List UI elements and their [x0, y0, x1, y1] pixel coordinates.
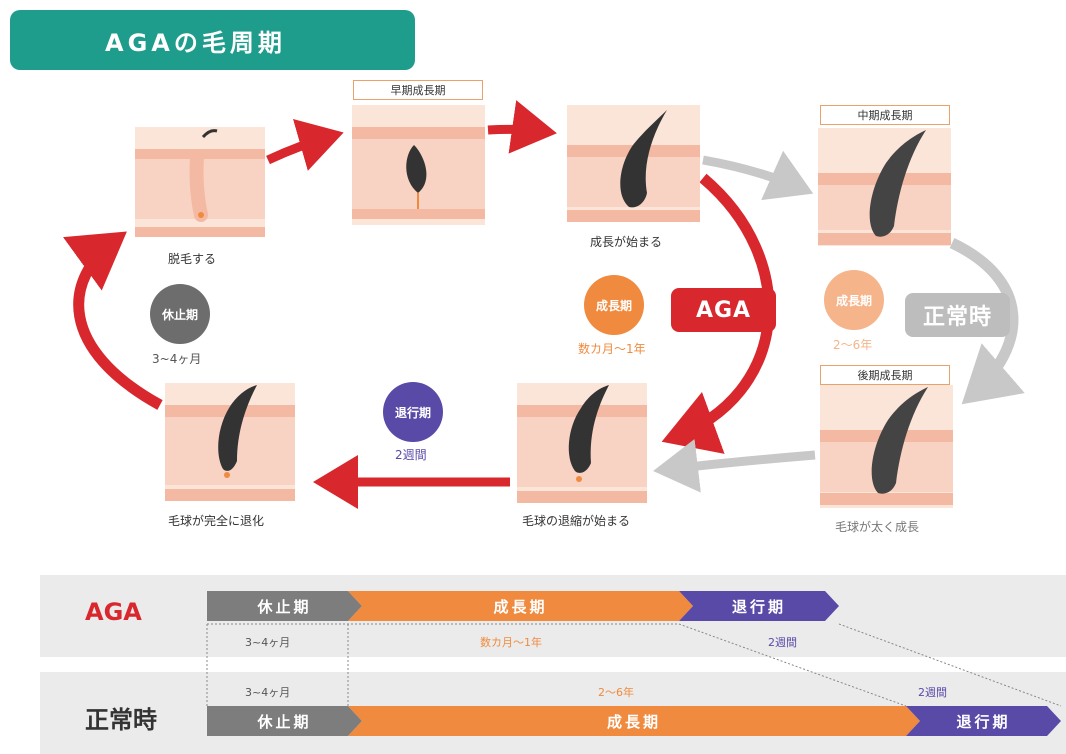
- tag-late-growth: 後期成長期: [820, 365, 950, 385]
- timeline-label-normal: 正常時: [85, 706, 157, 734]
- aga-duration-rest: 3~4ヶ月: [245, 636, 291, 649]
- growth-aga-duration: 数カ月〜1年: [578, 342, 646, 356]
- label-shrink-start: 毛球の退縮が始まる: [522, 514, 631, 528]
- growth-normal-duration: 2〜6年: [833, 338, 873, 352]
- arrow-normal-big: [949, 238, 1025, 405]
- regress-phase-duration: 2週間: [395, 448, 427, 462]
- aga-segment-rest: 休止期: [207, 591, 362, 621]
- aga-duration-growth: 数カ月〜1年: [480, 636, 542, 649]
- label-bulb-thick: 毛球が太く成長: [835, 520, 920, 534]
- regress-phase-name: 退行期: [394, 405, 431, 420]
- circle-growth-phase-normal: 成長期: [824, 270, 884, 330]
- rest-phase-duration: 3~4ヶ月: [152, 352, 202, 366]
- title-banner: AGAの毛周期: [10, 10, 415, 70]
- arrow-shed-to-early: [266, 118, 344, 171]
- hair-cycle-diagram: [63, 100, 1025, 509]
- arrow-full-to-shed: [63, 231, 163, 410]
- normal-segment-rest: 休止期: [207, 706, 362, 736]
- circle-regress-phase: 退行期: [383, 382, 443, 442]
- normal-segment-growth: 成長期: [348, 706, 920, 736]
- tile-start: [567, 105, 700, 222]
- circle-rest-phase: 休止期: [150, 284, 210, 344]
- arrow-start-to-middle: [702, 150, 814, 201]
- badge-normal-path: 正常時: [905, 293, 1010, 337]
- growth-aga-name: 成長期: [595, 298, 632, 313]
- arrow-thick-to-shrink: [653, 438, 816, 493]
- arrow-early-to-start: [487, 100, 557, 154]
- label-start-growth: 成長が始まる: [590, 235, 663, 249]
- normal-duration-rest: 3~4ヶ月: [245, 686, 291, 699]
- tile-shed: [135, 127, 265, 237]
- tag-middle-growth: 中期成長期: [820, 105, 950, 125]
- aga-segment-regress: 退行期: [679, 591, 839, 621]
- tile-early: [352, 105, 485, 225]
- tag-early-growth: 早期成長期: [353, 80, 483, 100]
- timeline-label-aga: AGA: [85, 598, 142, 626]
- normal-duration-growth: 2〜6年: [598, 686, 634, 699]
- page-title: AGAの毛周期: [105, 28, 286, 57]
- badge-aga-path: AGA: [671, 288, 776, 332]
- circle-growth-phase-aga: 成長期: [584, 275, 644, 335]
- aga-duration-regress: 2週間: [768, 636, 797, 649]
- label-shed: 脱毛する: [168, 252, 217, 266]
- rest-phase-name: 休止期: [161, 307, 198, 322]
- normal-segment-regress: 退行期: [906, 706, 1061, 736]
- tile-late: [820, 385, 953, 508]
- tile-shrink: [517, 383, 647, 503]
- tile-middle: [818, 128, 951, 246]
- label-full-regress: 毛球が完全に退化: [168, 514, 265, 528]
- aga-segment-growth: 成長期: [348, 591, 693, 621]
- normal-duration-regress: 2週間: [918, 686, 947, 699]
- growth-normal-name: 成長期: [835, 293, 872, 308]
- tile-full-regress: [165, 383, 295, 501]
